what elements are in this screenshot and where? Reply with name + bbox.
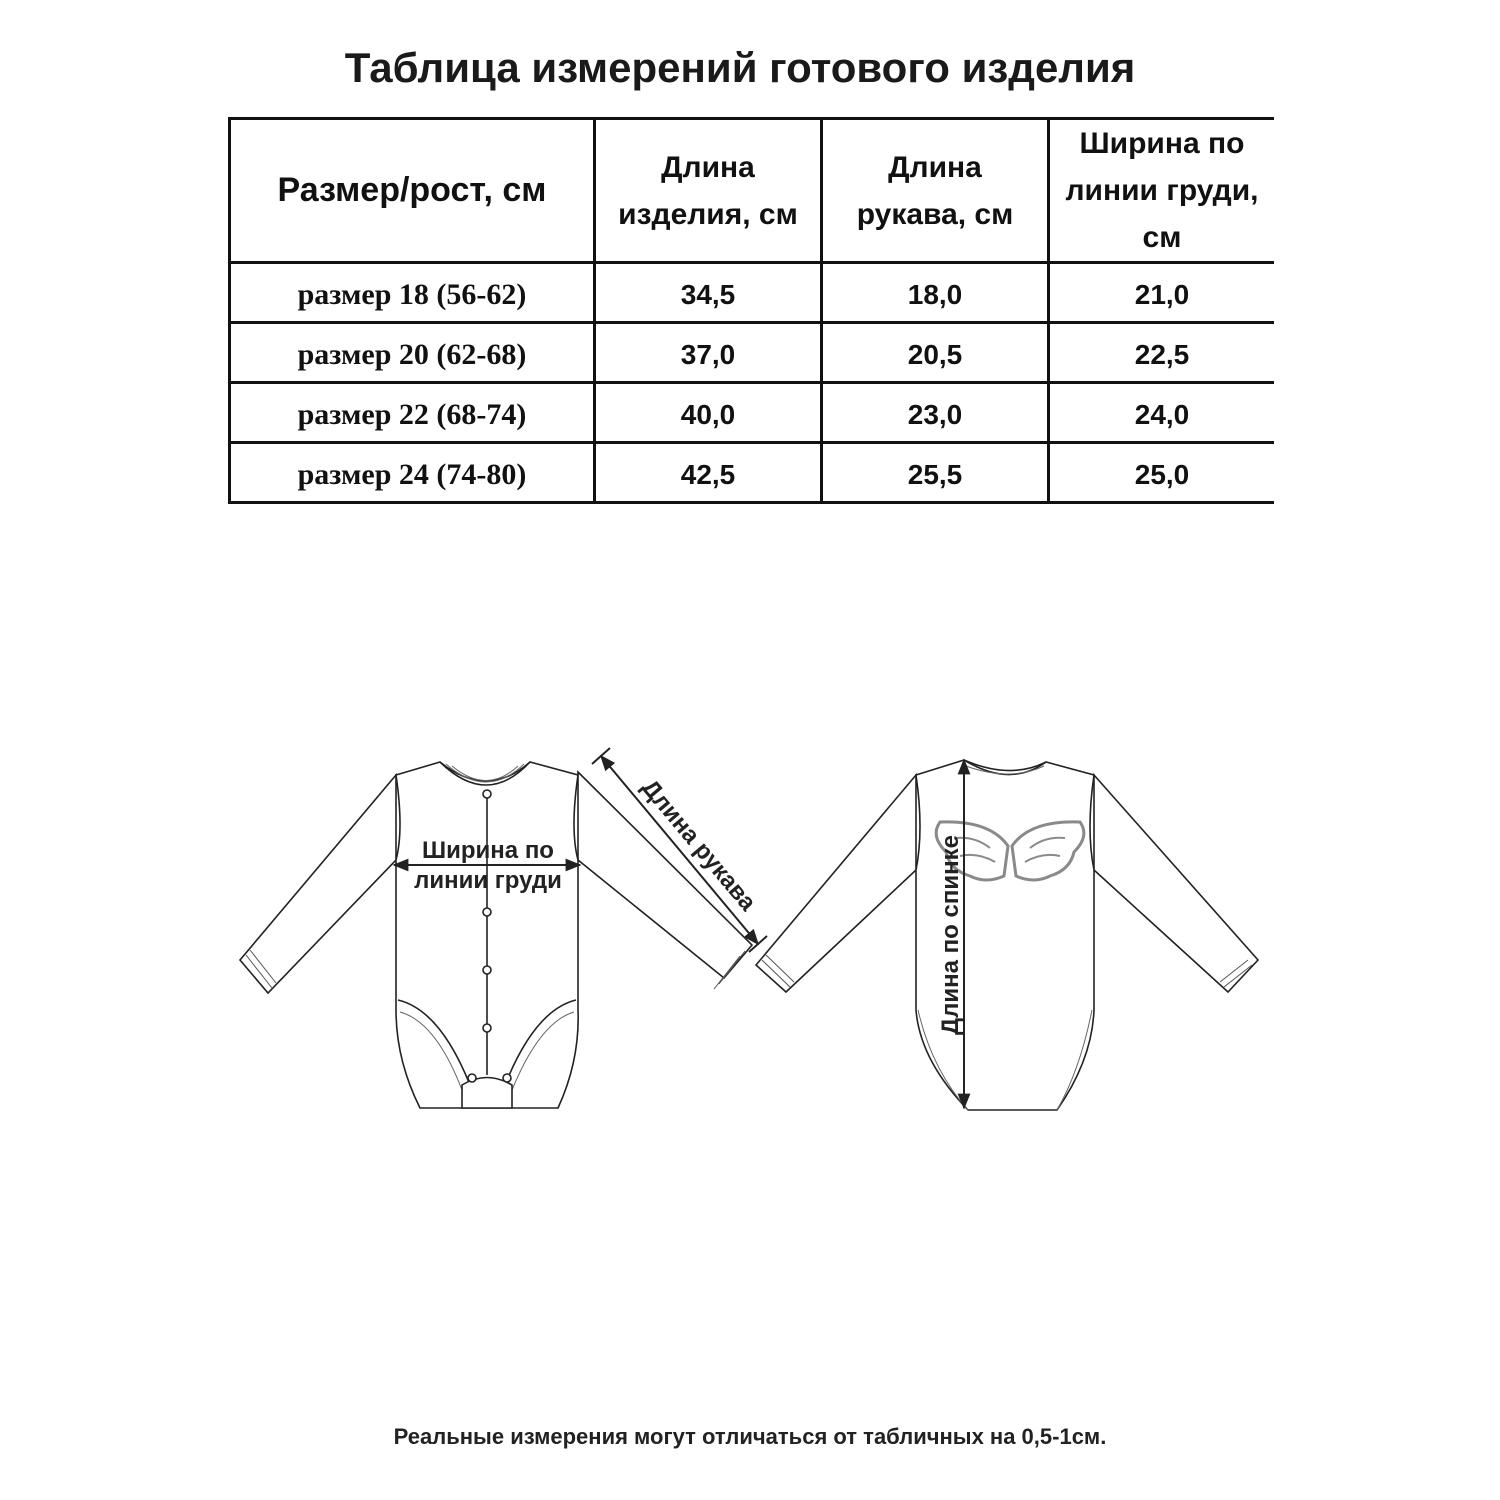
chest-width-label-line1: Ширина по (422, 837, 554, 864)
footer-note: Реальные измерения могут отличаться от т… (393, 1424, 1107, 1449)
sleeve-cell: 23,0 (820, 381, 1050, 444)
page-title: Таблица измерений готового изделия (344, 44, 1136, 91)
table-row: размер 24 (74-80) 42,5 25,5 25,0 (228, 441, 1274, 504)
table-row: размер 20 (62-68) 37,0 20,5 22,5 (228, 321, 1274, 384)
chest-cell: 22,5 (1047, 321, 1274, 384)
table-row: размер 22 (68-74) 40,0 23,0 24,0 (228, 381, 1274, 444)
sleeve-cell: 25,5 (820, 441, 1050, 504)
wings-print-icon (934, 820, 1086, 882)
sleeve-cell: 20,5 (820, 321, 1050, 384)
length-cell: 42,5 (593, 441, 823, 504)
back-length-label: Длина по спинке (937, 835, 964, 1035)
table-row: размер 18 (56-62) 34,5 18,0 21,0 (228, 261, 1274, 324)
back-bodysuit-drawing (754, 759, 1260, 1111)
size-cell: размер 20 (62-68) (228, 321, 596, 384)
sleeve-length-arrow (599, 754, 760, 946)
chest-cell: 24,0 (1047, 381, 1274, 444)
length-cell: 34,5 (593, 261, 823, 324)
chest-cell: 25,0 (1047, 441, 1274, 504)
length-cell: 37,0 (593, 321, 823, 384)
length-cell: 40,0 (593, 381, 823, 444)
sleeve-cell: 18,0 (820, 261, 1050, 324)
size-cell: размер 18 (56-62) (228, 261, 596, 324)
size-cell: размер 22 (68-74) (228, 381, 596, 444)
chest-width-label-line2: линии груди (414, 867, 562, 894)
chest-cell: 21,0 (1047, 261, 1274, 324)
header-size: Размер/рост, см (228, 117, 596, 264)
size-cell: размер 24 (74-80) (228, 441, 596, 504)
